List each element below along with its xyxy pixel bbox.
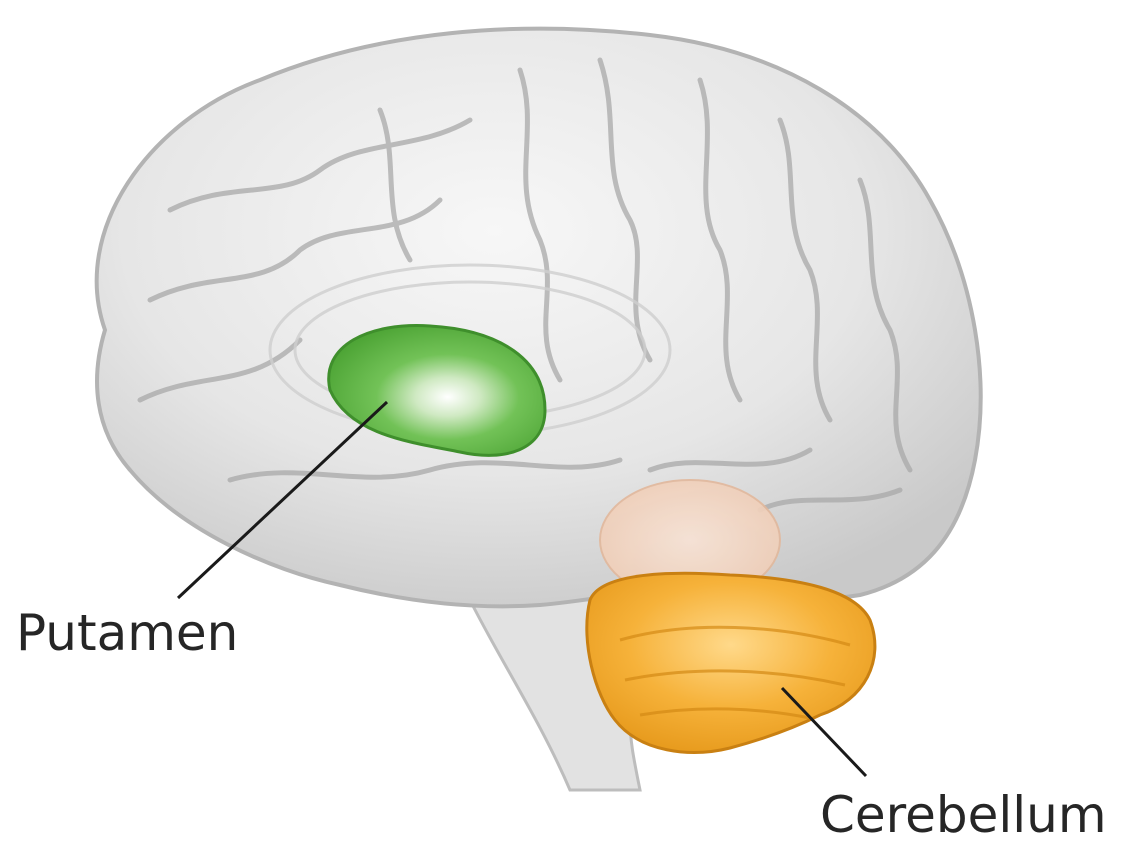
cerebellum-label: Cerebellum	[820, 790, 1107, 840]
cerebrum	[97, 29, 981, 607]
putamen-label: Putamen	[16, 608, 238, 658]
cerebellum-structure	[587, 573, 875, 752]
